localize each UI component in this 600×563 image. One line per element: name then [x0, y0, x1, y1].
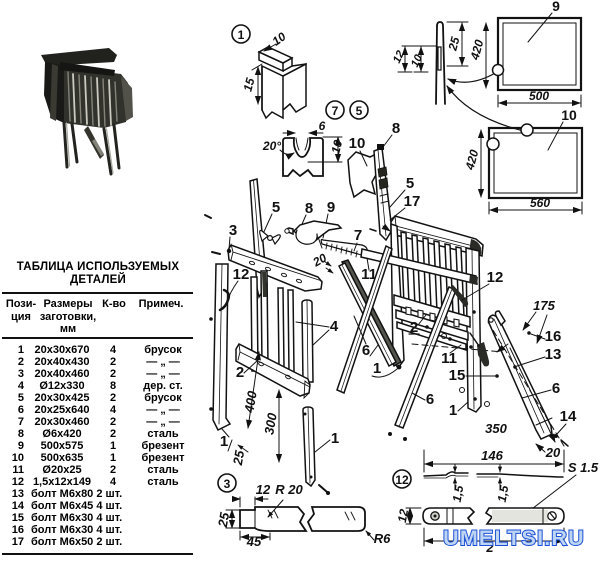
svg-text:2: 2 — [410, 319, 418, 336]
svg-text:R 20: R 20 — [275, 482, 303, 497]
svg-text:7: 7 — [332, 104, 339, 118]
svg-text:300: 300 — [261, 411, 280, 436]
svg-text:10: 10 — [561, 107, 577, 123]
svg-text:4: 4 — [330, 318, 339, 335]
svg-text:15: 15 — [449, 367, 466, 384]
svg-text:9: 9 — [552, 0, 560, 14]
svg-text:500: 500 — [529, 89, 549, 103]
svg-text:S 1.5: S 1.5 — [568, 460, 599, 475]
svg-text:20: 20 — [310, 250, 330, 269]
svg-text:12: 12 — [391, 49, 407, 65]
svg-text:9: 9 — [327, 199, 335, 216]
svg-text:2: 2 — [485, 540, 494, 555]
svg-text:420: 420 — [467, 38, 486, 62]
svg-text:5: 5 — [272, 199, 280, 216]
svg-text:6: 6 — [362, 342, 370, 359]
svg-text:560: 560 — [530, 196, 550, 210]
svg-text:12: 12 — [256, 482, 271, 497]
svg-text:3: 3 — [229, 222, 237, 239]
svg-text:1: 1 — [449, 402, 457, 419]
svg-text:11: 11 — [361, 266, 377, 283]
svg-text:12: 12 — [395, 508, 411, 524]
svg-text:3: 3 — [224, 477, 231, 491]
svg-text:25: 25 — [230, 449, 248, 468]
svg-text:1: 1 — [331, 430, 339, 447]
svg-text:6: 6 — [552, 380, 560, 397]
svg-text:25: 25 — [445, 35, 462, 53]
svg-text:8: 8 — [392, 120, 400, 137]
svg-text:11: 11 — [441, 350, 457, 367]
svg-text:2: 2 — [236, 364, 244, 381]
svg-text:10: 10 — [349, 135, 366, 152]
svg-text:1: 1 — [373, 360, 381, 377]
svg-text:15: 15 — [241, 76, 258, 93]
svg-text:12: 12 — [395, 473, 409, 487]
svg-text:13: 13 — [545, 346, 562, 363]
svg-text:350: 350 — [485, 421, 507, 436]
svg-text:20°: 20° — [262, 139, 281, 153]
svg-text:1,5: 1,5 — [495, 484, 512, 503]
svg-text:6: 6 — [319, 119, 326, 133]
svg-text:45: 45 — [246, 534, 262, 549]
svg-text:UMELTSI.RU: UMELTSI.RU — [443, 526, 585, 550]
svg-text:1: 1 — [238, 28, 245, 42]
svg-text:25: 25 — [215, 511, 233, 530]
svg-text:14: 14 — [560, 408, 577, 425]
svg-text:12: 12 — [487, 269, 504, 286]
svg-text:16: 16 — [545, 328, 562, 345]
svg-text:6: 6 — [426, 391, 434, 408]
svg-text:12: 12 — [233, 266, 250, 283]
svg-text:8: 8 — [305, 200, 313, 217]
svg-text:5: 5 — [406, 175, 414, 192]
svg-text:400: 400 — [241, 389, 260, 415]
svg-text:17: 17 — [404, 193, 421, 210]
svg-text:10: 10 — [328, 138, 345, 155]
svg-text:1: 1 — [220, 433, 228, 450]
svg-text:7: 7 — [354, 227, 362, 244]
svg-text:420: 420 — [462, 148, 481, 172]
svg-text:10: 10 — [409, 52, 425, 69]
svg-text:146: 146 — [481, 448, 503, 463]
svg-text:175: 175 — [533, 298, 555, 313]
svg-text:R6: R6 — [374, 531, 391, 546]
svg-text:20: 20 — [545, 445, 561, 460]
svg-text:5: 5 — [356, 104, 363, 118]
svg-text:1,5: 1,5 — [450, 484, 467, 503]
